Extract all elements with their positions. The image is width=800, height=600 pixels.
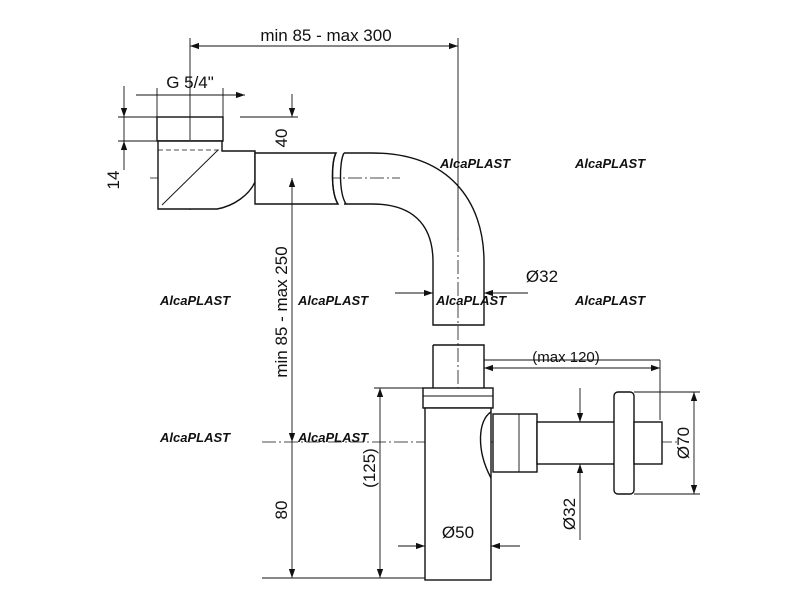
label-thread: G 5/4"	[166, 73, 214, 92]
watermark-logo: AlcaPLAST	[574, 156, 646, 171]
watermark-logo: AlcaPLAST	[297, 293, 369, 308]
wall-stub	[633, 421, 663, 465]
vertical-pipe	[432, 262, 485, 388]
bend-inner	[371, 203, 434, 263]
wall-rosette	[613, 391, 635, 495]
extension-lines	[118, 38, 700, 579]
label-diameter-32-pipe: Ø32	[526, 267, 558, 286]
pipe-segment-left	[254, 152, 340, 205]
label-diameter-70: Ø70	[674, 427, 693, 459]
label-diameter-50: Ø50	[442, 523, 474, 542]
watermark-logo: AlcaPLAST	[435, 293, 507, 308]
siphon-body	[422, 387, 494, 581]
watermark-logo: AlcaPLAST	[297, 430, 369, 445]
pipe-segment-mid	[344, 152, 372, 205]
outlet-tube	[536, 421, 622, 465]
label-diameter-32-outlet: Ø32	[560, 498, 579, 530]
bend-outer	[371, 152, 485, 263]
label-max-120: (max 120)	[532, 349, 600, 366]
inlet-elbow-body	[157, 140, 256, 210]
watermark-logo: AlcaPLAST	[439, 156, 511, 171]
pipe-bend	[371, 152, 485, 263]
horizontal-pipe	[254, 152, 372, 205]
outlet-coupling	[492, 413, 538, 473]
label-height-40: 40	[272, 129, 291, 148]
dimension-lines	[120, 42, 698, 578]
label-width-range: min 85 - max 300	[260, 26, 391, 45]
inlet-fitting	[156, 116, 256, 210]
dimension-labels: min 85 - max 300 G 5/4" 40 14 min 85 - m…	[104, 26, 693, 542]
label-height-14: 14	[104, 171, 123, 190]
label-height-range: min 85 - max 250	[272, 246, 291, 377]
watermark-logo: AlcaPLAST	[159, 293, 231, 308]
watermark-logo: AlcaPLAST	[574, 293, 646, 308]
body-cap	[422, 387, 494, 409]
outlet-pipe	[492, 391, 663, 495]
watermark-logo: AlcaPLAST	[159, 430, 231, 445]
label-height-80: 80	[272, 501, 291, 520]
pipe-break-mark	[331, 152, 347, 205]
inlet-cut-line	[161, 149, 219, 206]
vertical-pipe-lower	[432, 344, 485, 388]
label-height-125: (125)	[360, 448, 379, 488]
body-branch-curve	[479, 411, 492, 479]
